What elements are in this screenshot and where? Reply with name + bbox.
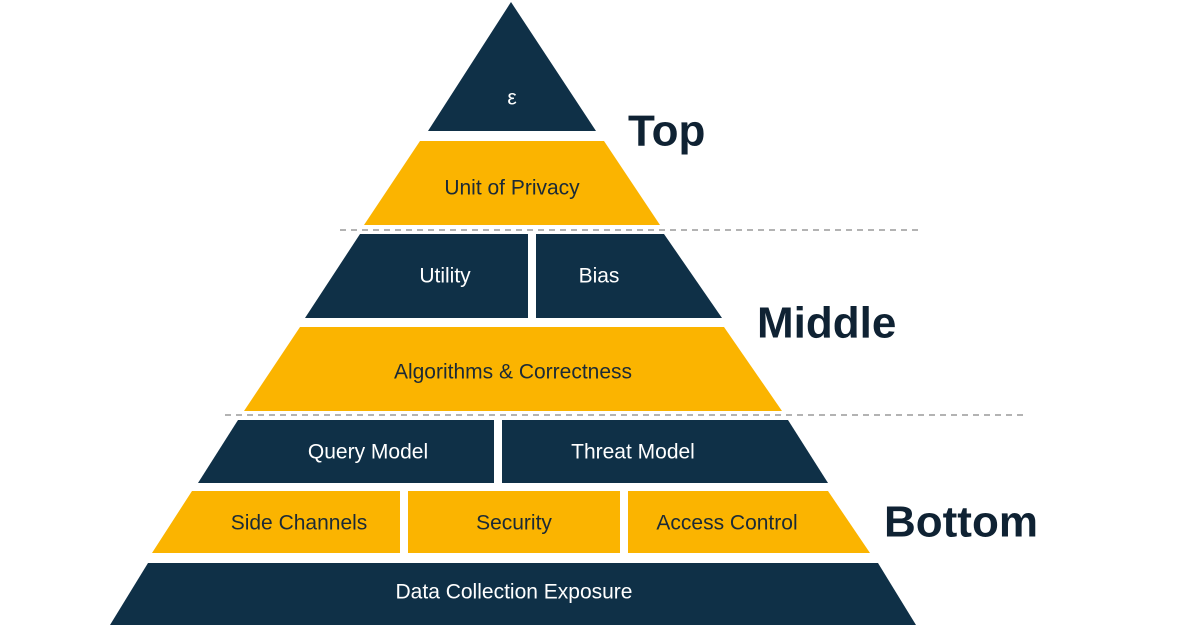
side-channels-label: Side Channels	[231, 512, 368, 535]
utility-block: Utility	[305, 234, 528, 318]
security-block: Security	[408, 491, 620, 553]
bias-block: Bias	[536, 234, 722, 318]
tier-label-bottom: Bottom	[884, 498, 1038, 547]
unit-of-privacy-label: Unit of Privacy	[444, 177, 580, 200]
threat-model-label: Threat Model	[571, 441, 695, 464]
unit-of-privacy-block: Unit of Privacy	[364, 141, 660, 225]
data-collection-exposure-block: Data Collection Exposure	[110, 563, 916, 625]
security-label: Security	[476, 512, 552, 535]
threat-model-block: Threat Model	[502, 420, 828, 483]
access-control-block: Access Control	[628, 491, 870, 553]
tier-label-middle: Middle	[757, 299, 896, 348]
algorithms-correctness-label: Algorithms & Correctness	[394, 361, 632, 384]
epsilon-block: ε	[428, 2, 596, 131]
data-collection-exposure-label: Data Collection Exposure	[396, 581, 633, 604]
tier-label-top: Top	[628, 107, 705, 156]
bias-label: Bias	[579, 265, 620, 288]
query-model-label: Query Model	[308, 441, 428, 464]
utility-label: Utility	[419, 265, 471, 288]
epsilon-label: ε	[507, 87, 516, 110]
query-model-block: Query Model	[198, 420, 494, 483]
side-channels-block: Side Channels	[152, 491, 400, 553]
access-control-label: Access Control	[656, 512, 797, 535]
algorithms-correctness-block: Algorithms & Correctness	[244, 327, 782, 411]
